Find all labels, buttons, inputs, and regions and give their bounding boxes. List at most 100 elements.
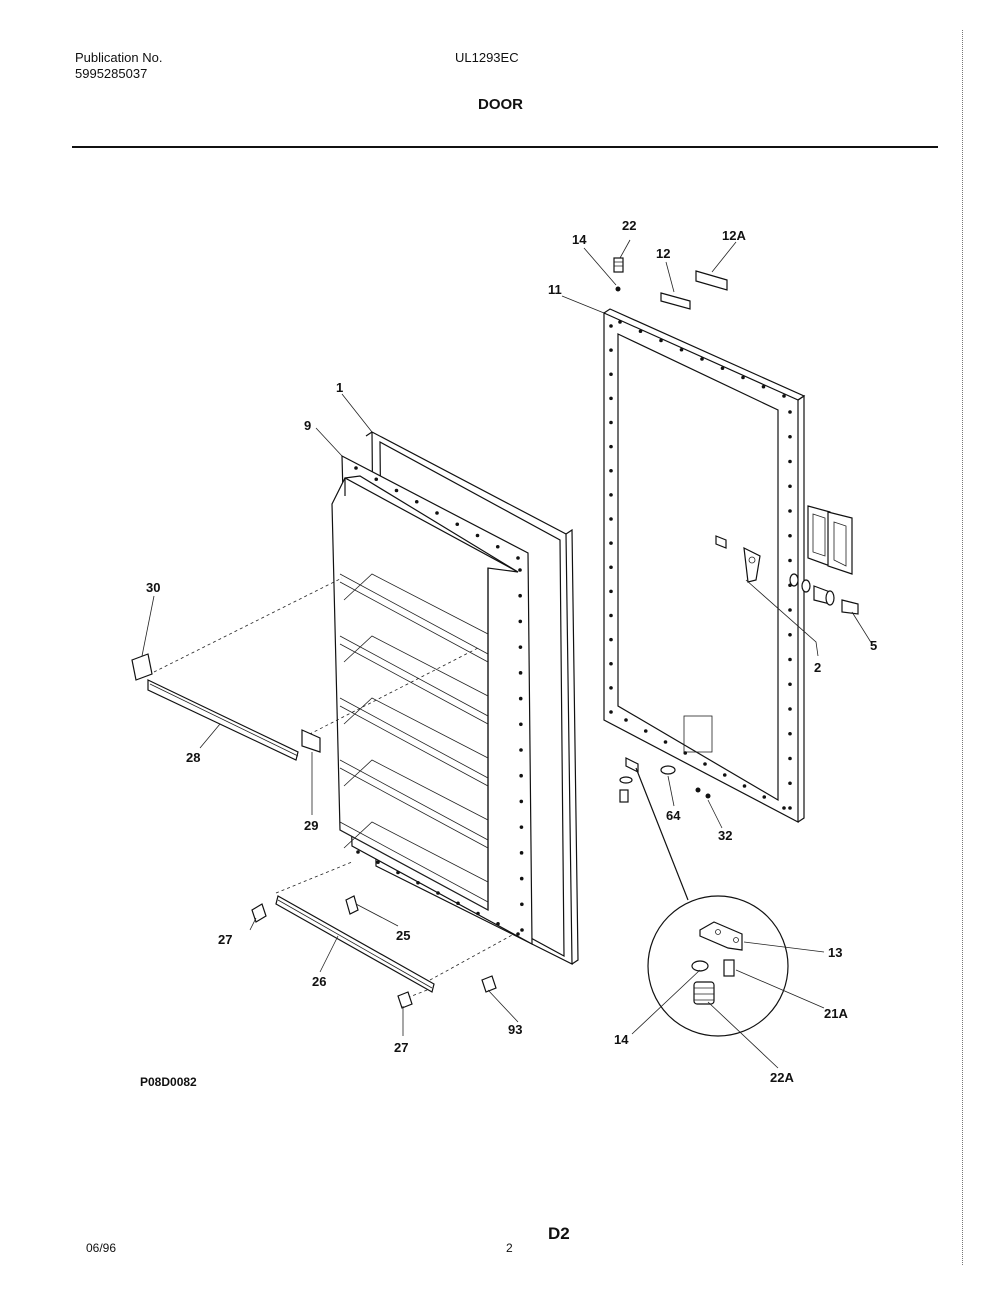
screw-hole bbox=[761, 384, 766, 389]
screw-hole bbox=[722, 773, 727, 777]
callout-29: 29 bbox=[304, 818, 318, 833]
callout-5: 5 bbox=[870, 638, 877, 653]
screw-hole bbox=[609, 420, 613, 425]
screw-hole bbox=[788, 484, 792, 489]
screw-hole bbox=[703, 762, 707, 766]
footer-date: 06/96 bbox=[86, 1241, 117, 1255]
screw-hole bbox=[456, 901, 460, 906]
callout-11: 11 bbox=[548, 282, 562, 297]
callout-21a: 21A bbox=[824, 1006, 848, 1021]
shelf-bins bbox=[331, 475, 519, 912]
model-number: UL1293EC bbox=[455, 50, 519, 65]
align-line-26 bbox=[429, 933, 515, 981]
callout-30: 30 bbox=[146, 580, 160, 595]
callout-14b: 14 bbox=[614, 1032, 629, 1047]
screw-hole bbox=[455, 522, 460, 527]
page-edge bbox=[962, 30, 963, 1265]
screw-hole bbox=[518, 593, 522, 598]
callout-27b: 27 bbox=[394, 1040, 408, 1055]
screw-hole bbox=[788, 657, 792, 662]
end-cap-bracket bbox=[131, 653, 153, 681]
hinge-detail-circle bbox=[635, 767, 789, 1037]
screw-hole bbox=[609, 396, 613, 401]
drawing-code: P08D0082 bbox=[140, 1075, 197, 1089]
screw-hole bbox=[700, 357, 704, 361]
screw-parts bbox=[251, 895, 497, 1009]
publication-number: 5995285037 bbox=[75, 66, 148, 81]
align-line-29 bbox=[303, 647, 479, 738]
align-line-27b bbox=[401, 987, 433, 1001]
shelf-bin bbox=[339, 573, 489, 663]
screw-hole bbox=[519, 799, 524, 804]
top-hinge-pin bbox=[613, 257, 624, 292]
screw-hole bbox=[356, 850, 360, 854]
screw-hole bbox=[414, 499, 419, 504]
screw-hole bbox=[519, 722, 523, 727]
bottom-hinge-parts bbox=[619, 757, 711, 803]
screw-hole bbox=[788, 410, 792, 414]
callout-28: 28 bbox=[186, 750, 200, 765]
leader-lines bbox=[141, 239, 873, 1069]
callout-93: 93 bbox=[508, 1022, 522, 1037]
callout-12: 12 bbox=[656, 246, 670, 261]
callout-64: 64 bbox=[666, 808, 681, 823]
screw-hole bbox=[659, 338, 663, 343]
screw-hole bbox=[788, 558, 792, 563]
screw-hole bbox=[496, 921, 500, 926]
screw-hole bbox=[609, 661, 613, 666]
callout-25: 25 bbox=[396, 928, 410, 943]
screw-hole bbox=[742, 784, 747, 788]
screw-hole bbox=[788, 459, 792, 464]
label-plate-12a bbox=[695, 270, 728, 291]
callout-12a: 12A bbox=[722, 228, 746, 243]
screw-hole bbox=[518, 645, 523, 649]
screw-hole bbox=[609, 372, 613, 377]
screw-hole bbox=[782, 806, 786, 810]
screw-hole bbox=[609, 686, 613, 690]
screw-hole bbox=[788, 632, 792, 637]
screw-hole bbox=[609, 710, 613, 714]
screw-hole bbox=[788, 533, 792, 538]
callout-22: 22 bbox=[622, 218, 636, 233]
outer-door-panel bbox=[603, 308, 806, 823]
screw-hole bbox=[518, 619, 523, 624]
screw-hole bbox=[520, 928, 524, 932]
screw-hole bbox=[519, 748, 523, 752]
screw-hole bbox=[609, 444, 613, 449]
screw-hole bbox=[618, 320, 622, 324]
screw-hole bbox=[638, 329, 643, 334]
screw-hole bbox=[396, 870, 400, 875]
screw-hole bbox=[476, 911, 480, 916]
shelf-bin bbox=[339, 635, 489, 725]
screw-hole bbox=[679, 347, 684, 352]
screw-hole bbox=[516, 556, 520, 560]
screw-hole bbox=[609, 493, 613, 497]
screw-hole bbox=[520, 902, 524, 907]
handle-assembly bbox=[715, 505, 859, 615]
shelf-rail-28 bbox=[147, 679, 299, 761]
callout-2: 2 bbox=[814, 660, 821, 675]
screw-hole bbox=[519, 851, 524, 855]
footer-page-number: 2 bbox=[506, 1241, 513, 1255]
screw-hole bbox=[788, 756, 792, 761]
callout-22a: 22A bbox=[770, 1070, 794, 1085]
label-plate-12 bbox=[660, 292, 691, 310]
callout-14: 14 bbox=[572, 232, 587, 247]
screw-hole bbox=[435, 511, 439, 515]
section-title: DOOR bbox=[478, 96, 523, 113]
screw-hole bbox=[609, 541, 613, 545]
screw-hole bbox=[518, 696, 523, 701]
publication-label: Publication No. bbox=[75, 50, 163, 65]
align-line-27 bbox=[275, 861, 353, 894]
screw-hole bbox=[683, 751, 688, 755]
screw-hole bbox=[518, 671, 523, 675]
screw-hole bbox=[495, 544, 500, 549]
screw-hole bbox=[643, 729, 648, 733]
screw-hole bbox=[475, 533, 480, 538]
callout-13: 13 bbox=[828, 945, 842, 960]
shelf-bin bbox=[339, 759, 489, 849]
screw-hole bbox=[609, 468, 613, 473]
screw-hole bbox=[762, 795, 767, 799]
screw-hole bbox=[609, 637, 613, 642]
